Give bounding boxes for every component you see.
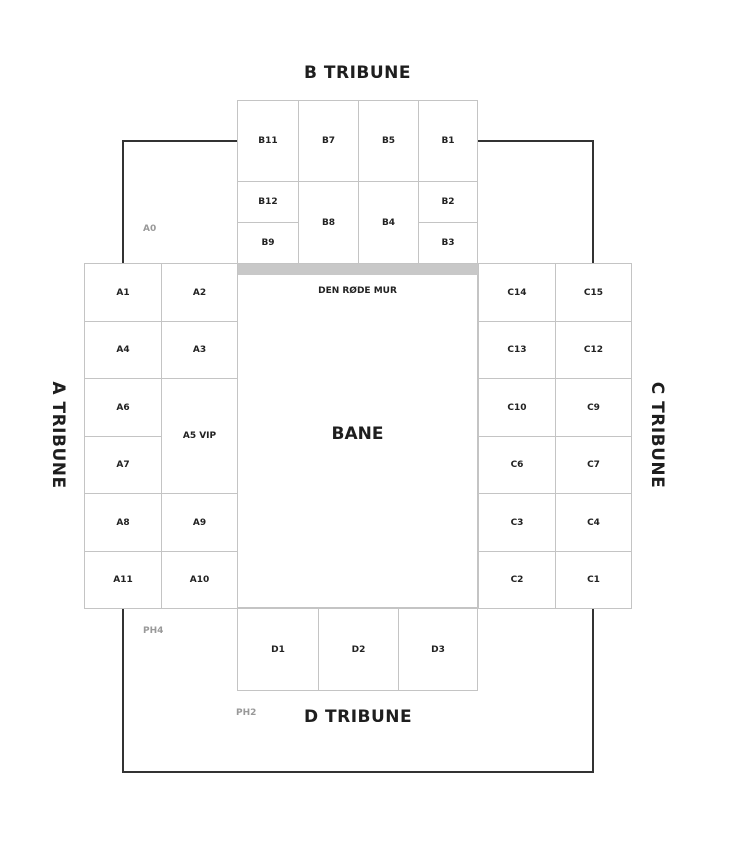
- section-b1[interactable]: B1: [418, 100, 478, 182]
- section-a10[interactable]: A10: [161, 551, 238, 609]
- section-a1[interactable]: A1: [84, 263, 162, 322]
- section-b5[interactable]: B5: [358, 100, 419, 182]
- section-a7[interactable]: A7: [84, 436, 162, 494]
- section-c1[interactable]: C1: [555, 551, 632, 609]
- section-a9[interactable]: A9: [161, 493, 238, 552]
- pitch-label: BANE: [331, 424, 384, 444]
- stand-a-title: A TRIBUNE: [48, 381, 68, 489]
- stand-d-title: D TRIBUNE: [304, 707, 413, 727]
- section-c12[interactable]: C12: [555, 321, 632, 379]
- outline: [592, 608, 594, 773]
- section-a6[interactable]: A6: [84, 378, 162, 437]
- outline: [592, 140, 594, 263]
- section-c2[interactable]: C2: [478, 551, 556, 609]
- section-d3[interactable]: D3: [398, 608, 478, 691]
- section-c7[interactable]: C7: [555, 436, 632, 494]
- section-a2[interactable]: A2: [161, 263, 238, 322]
- section-b2[interactable]: B2: [418, 181, 478, 223]
- outline: [122, 771, 594, 773]
- pitch: BANE DEN RØDE MUR: [237, 263, 478, 608]
- section-c4[interactable]: C4: [555, 493, 632, 552]
- section-b12[interactable]: B12: [237, 181, 299, 223]
- section-a5-vip[interactable]: A5 VIP: [161, 378, 238, 494]
- section-a8[interactable]: A8: [84, 493, 162, 552]
- section-b7[interactable]: B7: [298, 100, 359, 182]
- section-d1[interactable]: D1: [237, 608, 319, 691]
- section-d2[interactable]: D2: [318, 608, 399, 691]
- wall-label: DEN RØDE MUR: [318, 286, 397, 296]
- section-a4[interactable]: A4: [84, 321, 162, 379]
- section-a3[interactable]: A3: [161, 321, 238, 379]
- section-c9[interactable]: C9: [555, 378, 632, 437]
- area-ph4[interactable]: PH4: [143, 626, 164, 636]
- section-b8[interactable]: B8: [298, 181, 359, 264]
- red-wall-bar: [237, 263, 478, 275]
- outline: [123, 140, 237, 142]
- outline: [122, 608, 124, 773]
- section-c10[interactable]: C10: [478, 378, 556, 437]
- area-ph2[interactable]: PH2: [236, 708, 257, 718]
- outline: [478, 140, 594, 142]
- section-b9[interactable]: B9: [237, 222, 299, 264]
- section-a11[interactable]: A11: [84, 551, 162, 609]
- section-b4[interactable]: B4: [358, 181, 419, 264]
- stand-c-title: C TRIBUNE: [647, 381, 667, 489]
- area-a0[interactable]: A0: [143, 224, 157, 234]
- section-c3[interactable]: C3: [478, 493, 556, 552]
- section-c14[interactable]: C14: [478, 263, 556, 322]
- stand-b-title: B TRIBUNE: [304, 63, 411, 83]
- outline: [122, 140, 124, 263]
- section-c15[interactable]: C15: [555, 263, 632, 322]
- section-c13[interactable]: C13: [478, 321, 556, 379]
- section-c6[interactable]: C6: [478, 436, 556, 494]
- section-b11[interactable]: B11: [237, 100, 299, 182]
- section-b3[interactable]: B3: [418, 222, 478, 264]
